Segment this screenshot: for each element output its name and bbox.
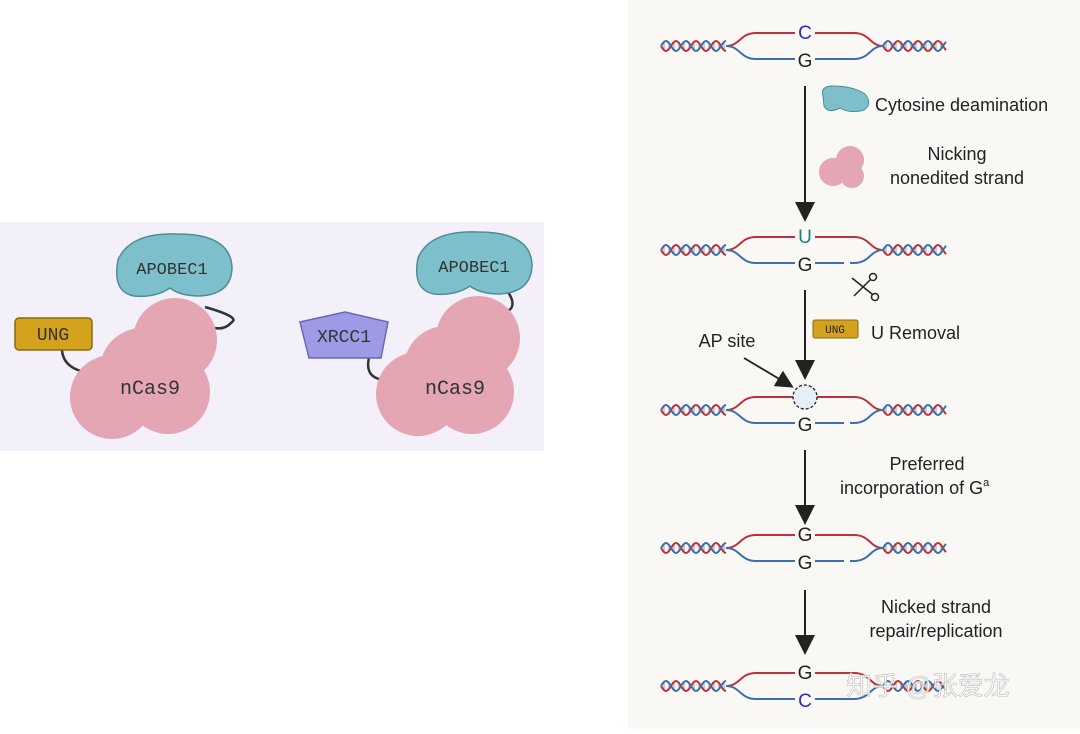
dna-stage-5: GC xyxy=(660,662,947,712)
dna-stage-4: GG xyxy=(660,524,947,574)
dna-stage-3: G xyxy=(660,384,947,436)
ung-icon xyxy=(812,319,859,339)
strand-nick xyxy=(844,419,850,427)
nickase-icon xyxy=(819,146,864,188)
step-repair-line1: Nicked strand xyxy=(881,597,991,617)
apobec1-blob-2 xyxy=(416,231,533,296)
ncas9-blob-2 xyxy=(376,296,520,436)
step-preferred-superscript: a xyxy=(983,477,990,489)
top-base-label: G xyxy=(798,663,813,684)
xrcc1-label: XRCC1 xyxy=(317,328,371,348)
strand-nick xyxy=(844,259,850,267)
apobec1-label: APOBEC1 xyxy=(136,261,207,280)
ap-site-circle xyxy=(792,384,818,410)
step-cytosine-deamination: Cytosine deamination xyxy=(875,95,1048,115)
bottom-base-label: G xyxy=(798,415,813,436)
bottom-base-label: G xyxy=(798,51,813,72)
top-base-label: G xyxy=(798,525,813,546)
construct-ung: nCas9 APOBEC1 UNG xyxy=(14,233,235,439)
bottom-base-label: C xyxy=(798,691,812,712)
fusion-constructs-panel: nCas9 APOBEC1 UNG nCas9 APOBEC1 XRCC1 xyxy=(0,222,544,451)
ap-site-label: AP site xyxy=(699,331,756,351)
ncas9-label: nCas9 xyxy=(120,378,180,401)
ncas9-label-2: nCas9 xyxy=(425,378,485,401)
construct-xrcc1: nCas9 APOBEC1 XRCC1 xyxy=(299,231,533,436)
step-preferred-line1: Preferred xyxy=(889,454,964,474)
constructs-svg: nCas9 APOBEC1 UNG nCas9 APOBEC1 XRCC1 xyxy=(14,231,533,439)
dna-stage-2: UG xyxy=(660,226,947,276)
top-base-label: U xyxy=(798,227,812,248)
apobec1-blob xyxy=(116,233,233,298)
bottom-base-label: G xyxy=(798,255,813,276)
ung-box xyxy=(14,317,93,351)
watermark: 知乎 @张爱龙 xyxy=(846,671,1010,701)
step-nicking-line1: Nicking xyxy=(927,144,986,164)
step-repair-line2: repair/replication xyxy=(869,621,1002,641)
strand-nick xyxy=(844,557,850,565)
step-nicking-line2: nonedited strand xyxy=(890,168,1024,188)
ap-site-pointer xyxy=(743,357,794,388)
step-preferred-line2: incorporation of Ga xyxy=(840,477,990,498)
xrcc1-pentagon xyxy=(299,311,389,359)
bottom-base-label: G xyxy=(798,553,813,574)
ncas9-blob xyxy=(70,298,217,439)
deaminase-icon xyxy=(822,85,870,113)
dna-stage-1: CG xyxy=(660,22,947,72)
apobec1-label-2: APOBEC1 xyxy=(438,259,509,278)
top-base-label: C xyxy=(798,23,812,44)
scissors-icon xyxy=(851,272,880,302)
step-preferred-text: incorporation of G xyxy=(840,478,983,498)
ung-icon-label: UNG xyxy=(825,325,845,337)
linker-apobec-cas9 xyxy=(204,305,235,330)
step-u-removal: U Removal xyxy=(871,323,960,343)
ung-label: UNG xyxy=(37,326,69,346)
